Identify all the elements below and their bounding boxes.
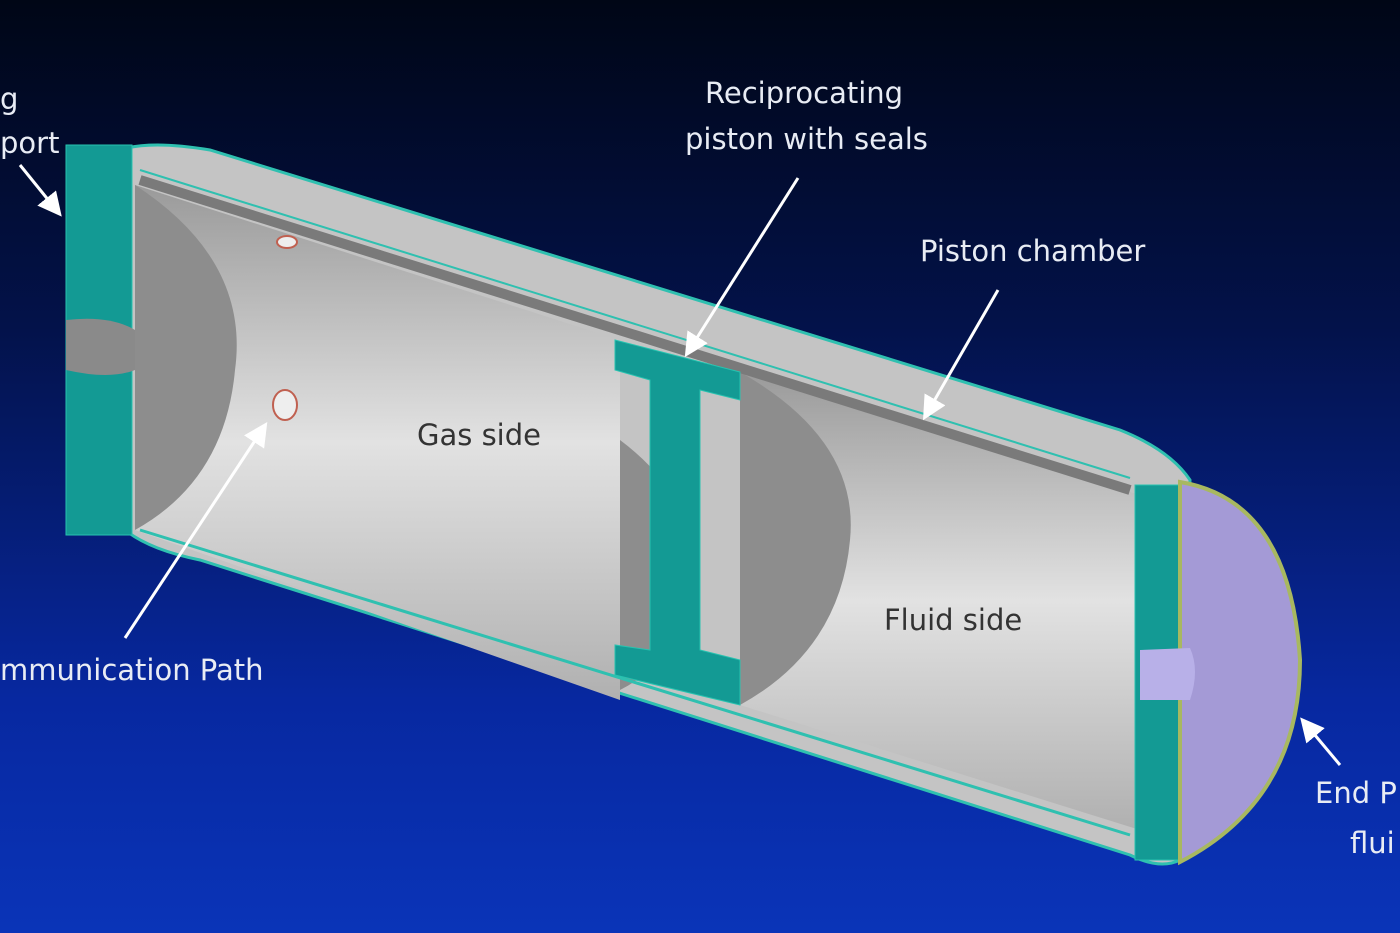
label-gas-side: Gas side bbox=[417, 418, 541, 452]
gas-chamber bbox=[135, 185, 620, 700]
piston bbox=[614, 339, 741, 706]
end-face bbox=[1178, 479, 1303, 866]
label-communication: mmunication Path bbox=[0, 653, 264, 687]
label-chamber: Piston chamber bbox=[920, 234, 1146, 268]
label-piston-2: piston with seals bbox=[685, 122, 928, 156]
label-top-left-1: g bbox=[0, 82, 19, 116]
callout-arrows bbox=[18, 164, 1342, 766]
label-piston-1: Reciprocating bbox=[705, 76, 904, 110]
label-top-left-2: port bbox=[0, 126, 60, 160]
label-end-2: flui bbox=[1350, 826, 1395, 860]
label-fluid-side: Fluid side bbox=[884, 603, 1023, 637]
label-end-1: End P bbox=[1315, 776, 1397, 810]
